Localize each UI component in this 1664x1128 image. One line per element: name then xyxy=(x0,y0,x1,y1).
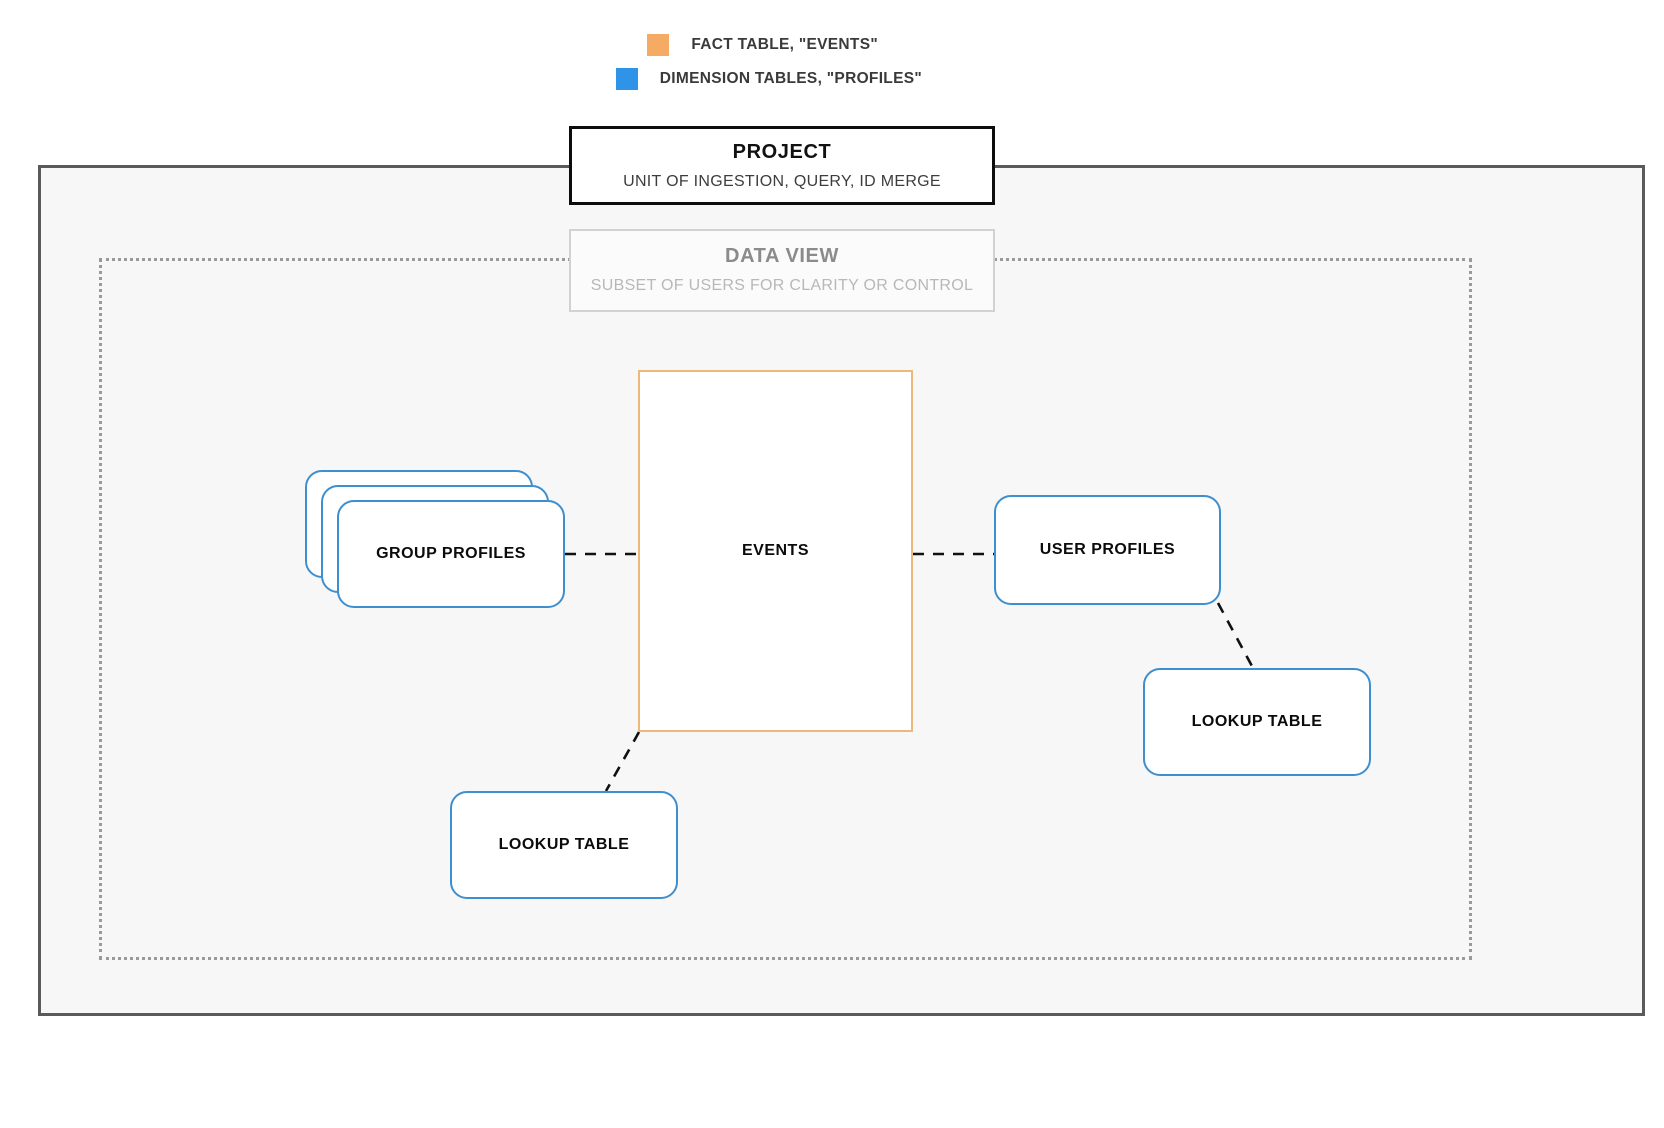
blue-square-swatch xyxy=(615,68,638,90)
lookup-table-right-label: LOOKUP TABLE xyxy=(1191,713,1323,730)
legend-label-fact-table: FACT TABLE, "EVENTS" xyxy=(691,36,878,53)
lookup-table-right-node[interactable]: LOOKUP TABLE xyxy=(1143,668,1371,776)
events-label: EVENTS xyxy=(741,542,809,559)
project-header-card: PROJECT UNIT OF INGESTION, QUERY, ID MER… xyxy=(569,126,995,205)
data-view-subtitle: SUBSET OF USERS FOR CLARITY OR CONTROL xyxy=(590,277,974,294)
legend-item-dimension-tables: DIMENSION TABLES, "PROFILES" xyxy=(0,62,1004,96)
data-view-title: DATA VIEW xyxy=(725,245,839,267)
user-profiles-label: USER PROFILES xyxy=(1039,541,1176,558)
group-profiles-label: GROUP PROFILES xyxy=(376,545,526,562)
user-profiles-node[interactable]: USER PROFILES xyxy=(994,495,1221,605)
project-subtitle: UNIT OF INGESTION, QUERY, ID MERGE xyxy=(623,173,941,190)
events-fact-table-node[interactable]: EVENTS xyxy=(638,370,913,732)
legend-item-fact-table: FACT TABLE, "EVENTS" xyxy=(0,28,1004,62)
project-title: PROJECT xyxy=(732,141,832,163)
legend: FACT TABLE, "EVENTS" DIMENSION TABLES, "… xyxy=(0,28,1004,96)
lookup-table-left-node[interactable]: LOOKUP TABLE xyxy=(450,791,678,899)
data-view-header-card: DATA VIEW SUBSET OF USERS FOR CLARITY OR… xyxy=(569,229,995,312)
group-profiles-node[interactable]: GROUP PROFILES xyxy=(337,500,565,608)
lookup-table-left-label: LOOKUP TABLE xyxy=(498,836,630,853)
legend-label-dimension-tables: DIMENSION TABLES, "PROFILES" xyxy=(659,70,922,87)
orange-square-swatch xyxy=(647,34,670,56)
